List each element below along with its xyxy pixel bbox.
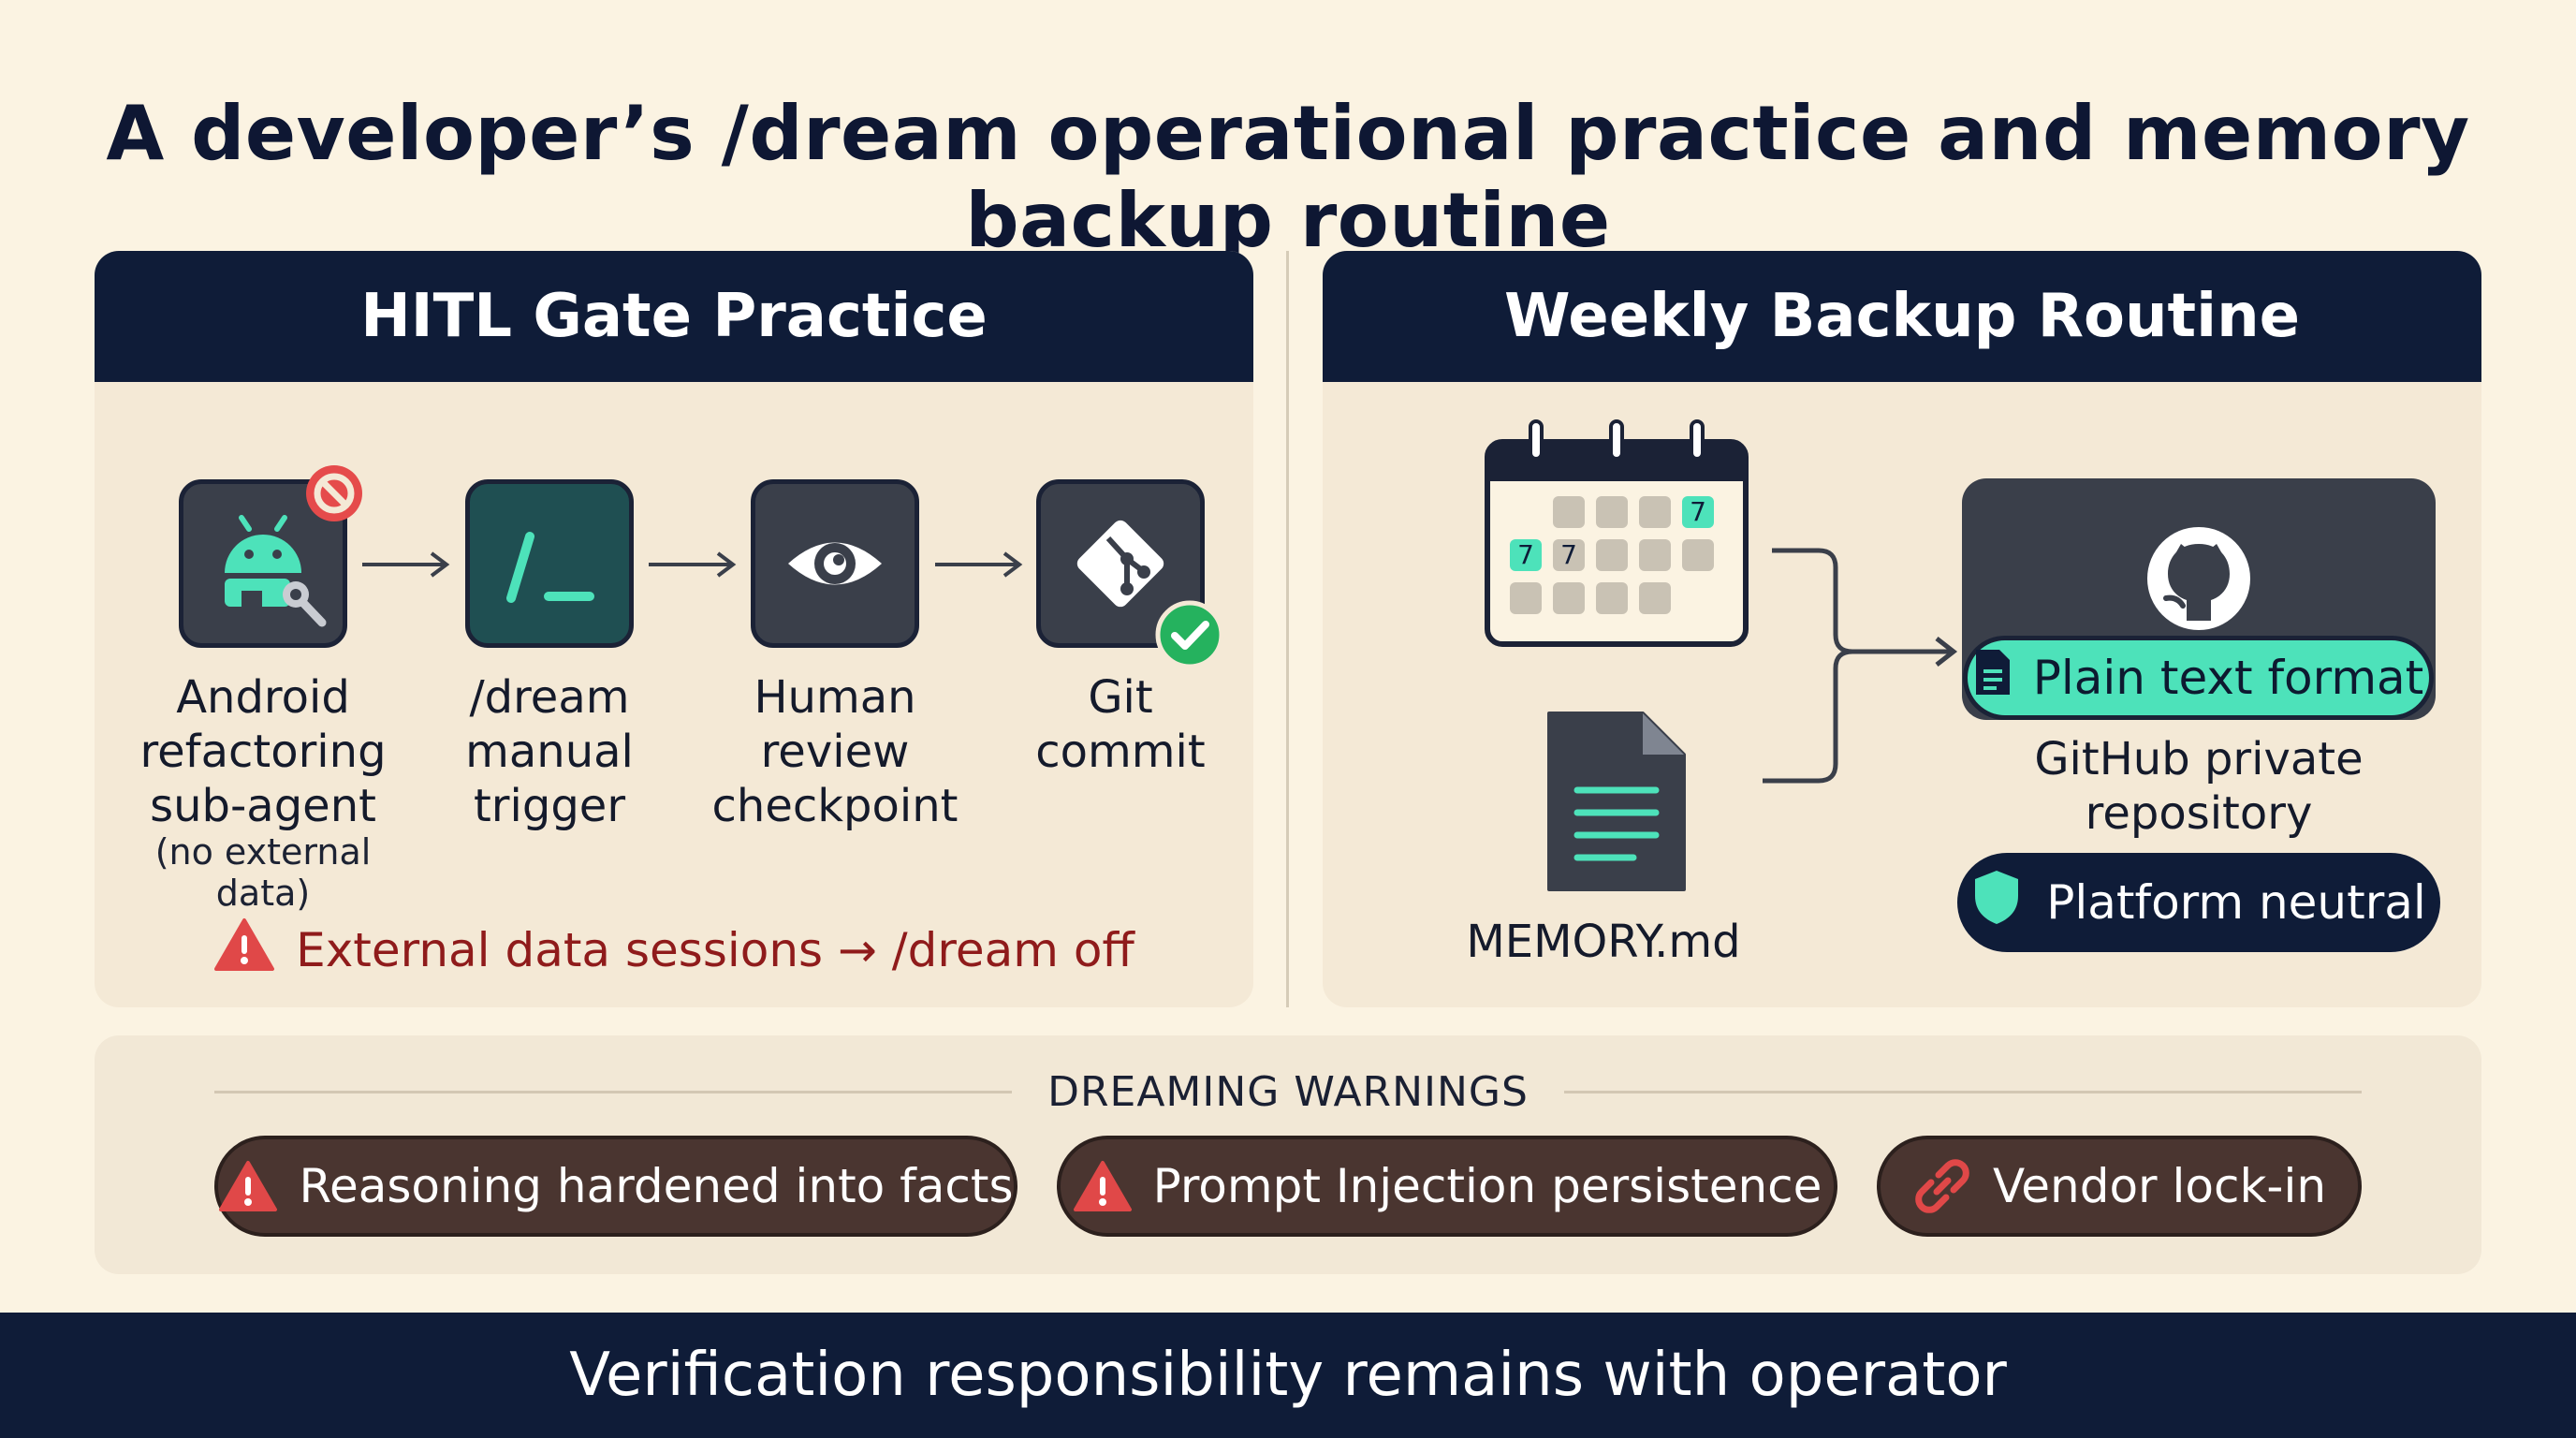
warning-chip-label: Reasoning hardened into facts: [299, 1159, 1014, 1213]
calendar-day: 7: [1517, 539, 1534, 570]
platform-neutral-text: Platform neutral: [2046, 875, 2426, 930]
file-icon: [1973, 647, 2012, 709]
footer-banner: Verification responsibility remains with…: [0, 1313, 2576, 1438]
step-label-review: Human review checkpoint: [711, 671, 959, 832]
warning-chip-reasoning: Reasoning hardened into facts: [214, 1136, 1017, 1237]
calendar-day: 7: [1560, 539, 1577, 570]
divider-rule: [214, 1090, 1013, 1093]
terminal-icon: [465, 479, 634, 648]
page-title: A developer’s /dream operational practic…: [106, 90, 2470, 264]
warning-chip-injection: Prompt Injection persistence: [1057, 1136, 1837, 1237]
calendar-icon: 7 7 7: [1482, 418, 1753, 652]
merge-arrow-icon: [1763, 548, 1958, 784]
no-entry-icon: [302, 462, 366, 525]
external-data-warning: External data sessions → /dream off: [95, 917, 1253, 983]
dreaming-warnings-panel: DREAMING WARNINGS Reasoning hardened int…: [95, 1035, 2481, 1274]
step-label-android: Android refactoring sub-agent: [139, 671, 387, 832]
external-data-warning-text: External data sessions → /dream off: [296, 923, 1134, 977]
warning-chip-label: Prompt Injection persistence: [1152, 1159, 1822, 1213]
warning-triangle-icon: [213, 917, 275, 983]
warning-chip-lockin: Vendor lock-in: [1877, 1136, 2362, 1237]
dreaming-warnings-header: DREAMING WARNINGS: [214, 1064, 2363, 1120]
backup-panel: Weekly Backup Routine 7 7 7: [1323, 251, 2481, 1007]
memory-file-label: MEMORY.md: [1466, 916, 1741, 968]
arrow-right-icon: [362, 551, 450, 578]
broken-link-icon: [1915, 1159, 1969, 1213]
calendar-day: 7: [1690, 496, 1706, 527]
hitl-panel: HITL Gate Practice: [95, 251, 1253, 1007]
backup-heading: Weekly Backup Routine: [1323, 251, 2481, 382]
arrow-right-icon: [649, 551, 737, 578]
dreaming-warnings-title: DREAMING WARNINGS: [1047, 1067, 1529, 1116]
step-note-android: (no external data): [154, 831, 372, 914]
plain-text-format-text: Plain text format: [2032, 651, 2424, 705]
platform-neutral-badge: Platform neutral: [1957, 853, 2440, 952]
repo-label: GitHub private repository: [2034, 733, 2364, 840]
plain-text-format-badge: Plain text format: [1963, 636, 2434, 720]
step-label-dream: /dream manual trigger: [465, 671, 634, 832]
check-circle-icon: [1152, 597, 1227, 672]
divider-rule: [1563, 1090, 2363, 1093]
document-icon: [1540, 708, 1690, 895]
hitl-heading: HITL Gate Practice: [95, 251, 1253, 382]
warning-triangle-icon: [219, 1161, 278, 1211]
eye-icon: [751, 479, 919, 648]
panel-divider: [1286, 251, 1289, 1007]
warning-chip-label: Vendor lock-in: [1992, 1159, 2327, 1213]
github-icon: [2145, 525, 2252, 632]
warning-triangle-icon: [1073, 1161, 1132, 1211]
arrow-right-icon: [935, 551, 1023, 578]
shield-icon: [1971, 868, 2022, 937]
step-label-git: Git commit: [1035, 671, 1206, 778]
